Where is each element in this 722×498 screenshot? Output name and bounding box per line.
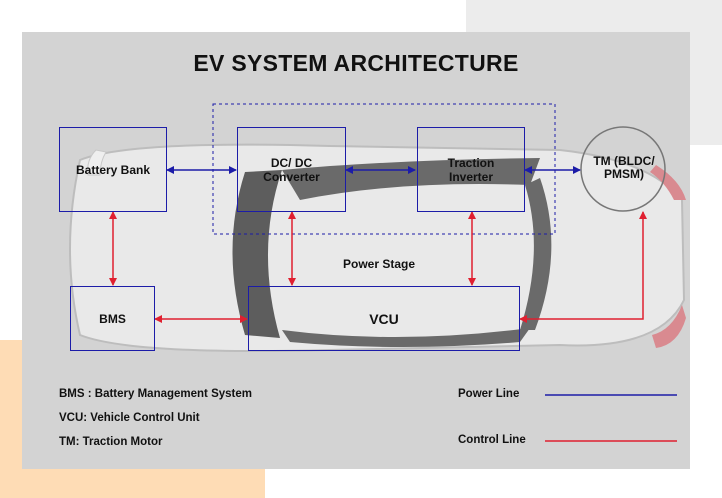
- battery-bank-label: Battery Bank: [75, 162, 151, 177]
- abbreviation-tm: TM: Traction Motor: [59, 436, 163, 448]
- legend-power-line-label: Power Line: [458, 388, 520, 400]
- tm-label-line2: PMSM): [604, 167, 644, 181]
- dcdc-converter-box: DC/ DC Converter: [237, 127, 346, 212]
- dcdc-label-line1: DC/ DC: [270, 155, 313, 170]
- control-line-vcu-motor: [519, 211, 647, 323]
- traction-label-line1: Traction: [447, 155, 495, 170]
- diagram-title: EV SYSTEM ARCHITECTURE: [193, 50, 519, 76]
- tm-label-line1: TM (BLDC/: [593, 154, 655, 168]
- dcdc-label-line2: Converter: [263, 169, 320, 184]
- abbreviation-bms: BMS : Battery Management System: [59, 388, 252, 400]
- traction-motor-label: TM (BLDC/ PMSM): [583, 155, 665, 181]
- power-stage-label: Power Stage: [343, 257, 416, 271]
- battery-bank-box: Battery Bank: [59, 127, 167, 212]
- vcu-label: VCU: [369, 310, 399, 327]
- vcu-box: VCU: [248, 286, 520, 351]
- traction-label-line2: Inverter: [448, 169, 494, 184]
- legend-control-line-label: Control Line: [458, 434, 526, 446]
- abbreviation-vcu: VCU: Vehicle Control Unit: [59, 412, 200, 424]
- bms-box: BMS: [70, 286, 155, 351]
- bms-label: BMS: [99, 311, 126, 326]
- traction-inverter-box: Traction Inverter: [417, 127, 525, 212]
